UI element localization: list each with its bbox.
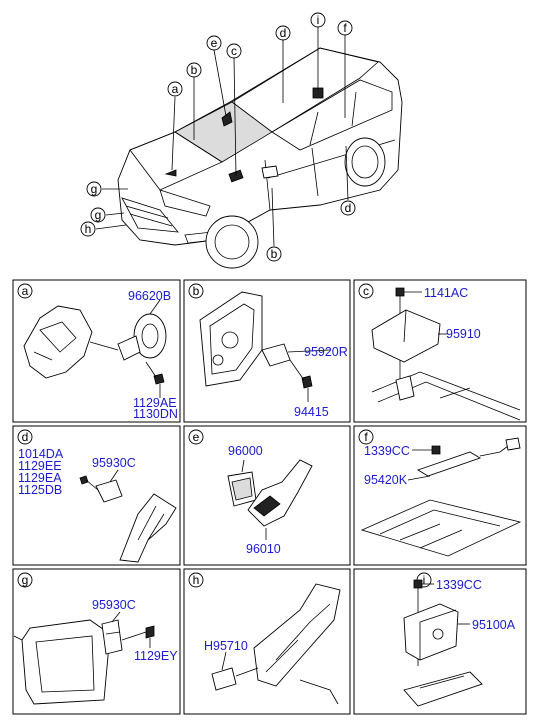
part-1130DN: 1130DN — [133, 407, 178, 421]
callout-h: h — [80, 221, 96, 237]
panel-g: g 95930C 1129EY — [12, 568, 181, 715]
svg-text:c: c — [231, 44, 237, 58]
svg-text:d: d — [280, 26, 287, 40]
callout-a: a — [167, 81, 183, 97]
callout-i: i — [310, 12, 326, 28]
callout-g-1: g — [86, 181, 102, 197]
part-1014DA: 1014DA — [18, 447, 64, 461]
part-1129AE: 1129AE — [133, 396, 177, 410]
svg-text:g: g — [95, 208, 102, 222]
part-1129EA: 1129EA — [18, 471, 62, 485]
part-95420K: 95420K — [364, 473, 408, 487]
part-1339CC-f: 1339CC — [364, 444, 410, 458]
svg-text:e: e — [211, 36, 218, 50]
part-96010: 96010 — [246, 542, 281, 556]
callout-f: f — [337, 20, 353, 36]
panel-c: c 1141AC 95910 — [353, 279, 527, 423]
part-94415: 94415 — [294, 405, 329, 419]
callout-b-top: b — [186, 62, 202, 78]
svg-text:i: i — [423, 573, 426, 587]
svg-text:b: b — [271, 247, 278, 261]
part-95930C-d: 95930C — [92, 456, 136, 470]
svg-text:d: d — [345, 201, 352, 215]
callout-d-bottom: d — [340, 200, 356, 216]
part-1129EY: 1129EY — [134, 649, 178, 663]
part-96620B: 96620B — [128, 289, 171, 303]
svg-text:h: h — [193, 573, 200, 587]
callout-circles: a b c e d i f d b g g h — [80, 12, 356, 262]
svg-text:b: b — [191, 63, 198, 77]
part-H95710: H95710 — [204, 639, 248, 653]
panel-d: d 1014DA 1129EE 1129EA 1125DB 95930C — [12, 425, 181, 566]
part-95100A: 95100A — [472, 618, 516, 632]
part-1125DB: 1125DB — [18, 483, 62, 497]
svg-text:b: b — [193, 284, 200, 298]
svg-text:a: a — [172, 82, 179, 96]
svg-text:f: f — [343, 21, 347, 35]
callout-e: e — [206, 35, 222, 51]
svg-text:c: c — [363, 284, 369, 298]
callout-leaders — [95, 27, 349, 247]
svg-text:h: h — [85, 222, 92, 236]
callout-c: c — [226, 43, 242, 59]
part-95910: 95910 — [446, 327, 481, 341]
svg-text:a: a — [22, 284, 29, 298]
callout-g-2: g — [90, 207, 106, 223]
part-96000: 96000 — [228, 444, 263, 458]
panel-h: h H95710 — [183, 568, 351, 715]
svg-text:g: g — [91, 182, 98, 196]
vehicle-overview — [117, 47, 403, 269]
part-1129EE: 1129EE — [18, 459, 62, 473]
svg-text:g: g — [22, 573, 29, 587]
panel-i: i 1339CC 95100A — [353, 568, 527, 715]
part-95930C-g: 95930C — [92, 598, 136, 612]
part-1141AC: 1141AC — [424, 286, 468, 300]
svg-text:f: f — [364, 430, 368, 444]
panel-a: a 96620B 1129AE 1130DN — [12, 279, 181, 423]
panel-e: e 96000 96010 — [183, 425, 351, 566]
panel-f: f 1339CC 95420K — [353, 425, 527, 566]
svg-text:e: e — [193, 430, 200, 444]
part-95920R: 95920R — [304, 345, 348, 359]
svg-text:d: d — [22, 430, 29, 444]
part-1339CC-i: 1339CC — [436, 578, 482, 592]
callout-d-top: d — [275, 25, 291, 41]
callout-b-bottom: b — [266, 246, 282, 262]
svg-text:i: i — [317, 13, 320, 27]
panel-b: b 95920R 94415 — [183, 279, 351, 423]
